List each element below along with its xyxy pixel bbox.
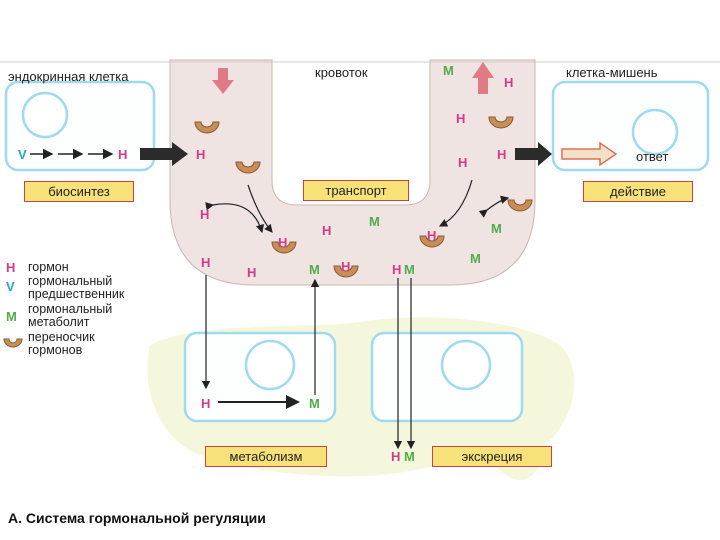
metabolite-symbol: М (470, 251, 481, 266)
hormone-symbol: Н (322, 223, 332, 238)
hormone-symbol: Н (504, 75, 514, 90)
secretion-arrow (140, 142, 188, 166)
carrier-4 (333, 265, 359, 278)
legend-hormone-label: гормон (28, 260, 69, 274)
endocrine-cell-nucleus (21, 91, 69, 139)
hormone-symbol: Н (456, 111, 466, 126)
hormone-symbol: Н (196, 147, 206, 162)
hormone-symbol: Н (118, 147, 128, 162)
carrier-1 (194, 121, 220, 134)
metabolism-box: метаболизм (205, 446, 327, 467)
excretion-box: экскреция (432, 446, 552, 467)
hormone-symbol: Н (392, 262, 402, 277)
legend-hormone-symbol: Н (6, 260, 16, 275)
metabolite-symbol: М (491, 221, 502, 236)
legend-carrier-label: переносчик гормонов (28, 330, 95, 357)
legend-precursor-label: гормональный предшественник (28, 274, 125, 301)
action-box: действие (583, 181, 693, 202)
hormone-symbol: Н (427, 228, 437, 243)
metabolite-symbol: М (404, 449, 415, 464)
legend-metabolite-label: гормональный метаболит (28, 302, 113, 329)
flow-down-arrow (212, 68, 234, 94)
hormone-symbol: Н (278, 235, 288, 250)
carrier-6 (488, 116, 514, 129)
target-cell-nucleus (631, 108, 679, 156)
metabolism-cell-nucleus (244, 339, 296, 391)
hormone-symbol: Н (200, 207, 210, 222)
metabolite-symbol: М (309, 396, 320, 411)
metabolite-symbol: М (443, 63, 454, 78)
hormone-symbol: Н (247, 265, 257, 280)
hormone-symbol: Н (391, 449, 401, 464)
precursor-symbol: V (18, 147, 27, 162)
hormone-symbol: Н (341, 259, 351, 274)
transport-box: транспорт (303, 180, 409, 201)
figure-caption: А. Система гормональной регуляции (8, 510, 266, 526)
target-cell-label: клетка-мишень (566, 65, 658, 80)
hormone-symbol: Н (497, 147, 507, 162)
hormone-symbol: Н (201, 255, 211, 270)
bloodstream-label: кровоток (315, 65, 368, 80)
metabolite-symbol: М (369, 214, 380, 229)
hormone-symbol: Н (201, 396, 211, 411)
carrier-3 (271, 241, 297, 254)
carrier-5 (419, 235, 445, 248)
metabolite-symbol: М (404, 262, 415, 277)
excretion-cell-nucleus (440, 339, 492, 391)
carrier-2 (235, 161, 261, 174)
response-label: ответ (636, 149, 669, 164)
flow-up-arrow (472, 62, 494, 94)
response-arrow (561, 141, 618, 167)
metabolite-symbol: М (309, 262, 320, 277)
legend-metabolite-symbol: М (6, 309, 17, 324)
delivery-arrow (515, 142, 552, 166)
legend-carrier-icon (3, 338, 23, 348)
hormone-symbol: Н (458, 155, 468, 170)
endocrine-cell-label: эндокринная клетка (8, 69, 129, 84)
legend-precursor-symbol: V (6, 279, 15, 294)
biosynthesis-box: биосинтез (24, 181, 134, 202)
carrier-7 (507, 199, 533, 212)
